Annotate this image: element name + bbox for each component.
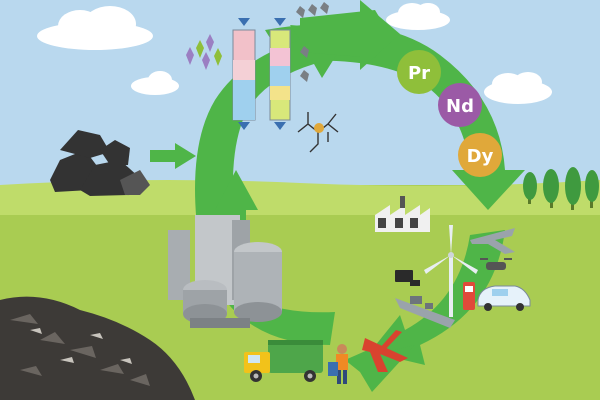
cloud-icon xyxy=(386,3,450,30)
fuel-pump-icon xyxy=(463,282,475,310)
tree-icon xyxy=(585,170,599,208)
coal-pile-icon xyxy=(50,130,150,196)
molecule-icon xyxy=(296,2,329,82)
refinery-tanks-icon xyxy=(168,215,282,328)
cloud-icon xyxy=(131,71,179,95)
separation-column-icon xyxy=(269,18,291,130)
dy-element-circle: Dy xyxy=(458,133,502,177)
drone-icon xyxy=(480,258,512,270)
separation-column-icon xyxy=(232,18,256,130)
dy-element-label: Dy xyxy=(467,146,494,167)
pr-element-circle: Pr xyxy=(397,50,441,94)
nd-element-label: Nd xyxy=(446,96,474,117)
molecule-icon xyxy=(186,34,222,70)
tree-icon xyxy=(565,167,581,210)
battleship-icon xyxy=(395,296,455,328)
fighter-jet-icon xyxy=(470,228,515,254)
garbage-truck-icon xyxy=(244,340,323,382)
pr-element-label: Pr xyxy=(408,63,430,84)
wind-turbine-icon xyxy=(424,225,478,317)
scrap-pile-icon xyxy=(0,296,195,400)
worker-icon xyxy=(328,344,348,384)
device-icon xyxy=(395,270,420,286)
cloud-icon xyxy=(484,72,552,104)
molecule-icon xyxy=(297,112,339,153)
tree-icon xyxy=(523,172,537,204)
ground-horizon xyxy=(0,179,600,215)
tree-icon xyxy=(543,169,559,208)
electric-car-icon xyxy=(477,285,531,311)
cloud-icon xyxy=(37,6,153,50)
factory-icon xyxy=(375,196,430,232)
fighter-jet-icon xyxy=(362,330,408,372)
nd-element-circle: Nd xyxy=(438,83,482,127)
